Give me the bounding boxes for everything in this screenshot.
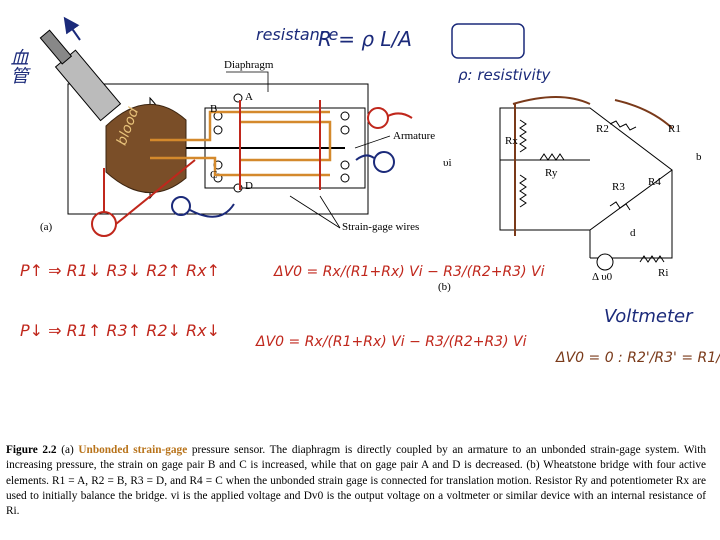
equation-row1-handwriting: ΔV0 = Rx/(R1+Rx) Vi − R3/(R2+R3) Vi [273, 264, 545, 280]
pressure-up-handwriting: P↑ ⇒ R1↓ R3↓ R2↑ Rx↑ [20, 261, 220, 280]
r1-label: R1 [668, 123, 681, 135]
panel-b-label: (b) [438, 281, 451, 293]
node-d-label: d [630, 227, 636, 239]
caption-figure-number: Figure 2.2 [6, 444, 57, 456]
chinese-handwriting: 血管 [8, 48, 29, 84]
delta-v0-label: Δ υ0 [592, 271, 613, 283]
node-b-label: b [696, 151, 702, 163]
r4-label: R4 [648, 176, 661, 188]
gage-pins [213, 93, 350, 193]
caption-highlight: Unbonded strain-gage [78, 444, 188, 456]
ri-label: Ri [658, 267, 668, 279]
strain-gage-wire-highlights [150, 110, 332, 177]
armature-label: Armature [393, 130, 435, 142]
caption-part-a: (a) [56, 444, 79, 456]
handwritten-notes: 血管 resistance R = ρ L/A ρ: resistivity P… [8, 23, 720, 366]
voltmeter-symbol [596, 253, 614, 271]
panel-a-label: (a) [40, 221, 53, 233]
strain-gage-wires-label: Strain-gage wires [342, 221, 419, 233]
pressure-down-handwriting: P↓ ⇒ R1↑ R3↑ R2↓ Rx↓ [20, 321, 220, 340]
vi-label: υi [443, 157, 452, 169]
point-d-label: D [245, 180, 253, 192]
point-a-label: A [245, 91, 253, 103]
bridge-hand-strokes [512, 96, 673, 236]
r2-label: R2 [596, 123, 609, 135]
point-b-label: B [210, 103, 217, 115]
point-c-label: C [210, 169, 217, 181]
bridge-resistors [519, 119, 665, 263]
balance-condition-handwriting: ΔV0 = 0 : R2'/R3' = R1/Rx [555, 350, 720, 366]
label-leaders [226, 71, 391, 229]
catheter-tube [39, 29, 122, 122]
equation-row2-handwriting: ΔV0 = Rx/(R1+Rx) Vi − R3/(R2+R3) Vi [255, 334, 527, 350]
bridge-wiring [499, 107, 673, 259]
sensor-housing [67, 83, 369, 215]
rx-label: Rx [505, 135, 518, 147]
area-sketch-box [451, 23, 525, 59]
r3-label: R3 [612, 181, 625, 193]
red-annotation-strokes [91, 100, 413, 237]
voltmeter-handwriting: Voltmeter [604, 306, 694, 327]
formula-handwriting: R = ρ L/A [318, 27, 412, 51]
blue-annotation-strokes [63, 16, 395, 218]
ry-label: Ry [545, 167, 558, 179]
diaphragm-label: Diaphragm [224, 59, 274, 71]
blood-chamber [105, 104, 187, 193]
resistance-handwriting: resistance [256, 25, 339, 44]
caption-body: pressure sensor. The diaphragm is direct… [6, 444, 706, 518]
figure-caption: Figure 2.2 (a) Unbonded strain-gage pres… [6, 443, 706, 519]
wheatstone-bridge: Rx Ry R1 R2 R3 R4 Ri υi Δ υ0 b d (b) [438, 96, 702, 293]
sensor-diagram: Diaphragm A B C D Armature Strain-gage w… [39, 16, 435, 237]
resistivity-handwriting: ρ: resistivity [458, 66, 552, 84]
